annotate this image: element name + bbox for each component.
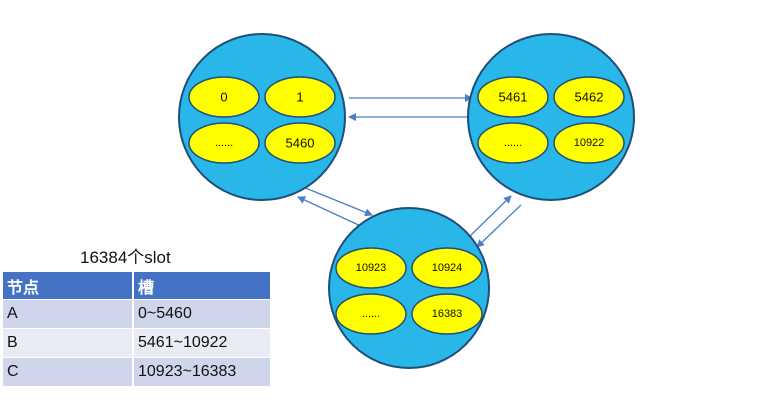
slot-label: 0 — [220, 90, 227, 105]
slot-ellipse — [188, 122, 260, 164]
table-cell-node: C — [3, 357, 133, 386]
slot-ellipse — [264, 76, 336, 118]
node-circle — [178, 33, 346, 201]
header-node: 节点 — [3, 272, 133, 300]
slot-label: 5462 — [575, 90, 604, 105]
table-caption: 16384个slot — [80, 248, 171, 267]
cluster-node: 0 1...... 5460 — [178, 33, 346, 201]
slot-ellipse — [553, 76, 625, 118]
slot-label: ...... — [215, 137, 233, 149]
table-cell-range: 10923~16383 — [132, 357, 270, 386]
node-circle — [467, 33, 635, 201]
connection-arrow — [476, 204, 522, 248]
slot-label: 1 — [296, 90, 303, 105]
cluster-node: 10923 10924...... 16383 — [328, 207, 490, 369]
slot-label: 10922 — [574, 137, 605, 149]
connection-arrow — [297, 196, 366, 229]
connection-arrow — [302, 186, 373, 217]
slot-label: 5460 — [286, 136, 315, 151]
table-row: A 0~5460 — [3, 299, 270, 329]
table-cell-range: 5461~10922 — [132, 328, 270, 358]
slot-label: 10924 — [432, 262, 463, 274]
slot-label: ...... — [362, 308, 380, 320]
table-cell-node: A — [3, 299, 133, 329]
slot-table: 节点 槽 A 0~5460 B 5461~10922 C 10923~16383 — [3, 272, 270, 386]
table-row: C 10923~16383 — [3, 357, 270, 386]
slot-ellipse — [335, 247, 407, 289]
slot-label: 5461 — [499, 90, 528, 105]
slot-label: 10923 — [356, 262, 387, 274]
slot-label: ...... — [504, 137, 522, 149]
slot-label: 16383 — [432, 308, 463, 320]
node-circle — [328, 207, 490, 369]
cluster-node: 5461 5462...... 10922 — [467, 33, 635, 201]
table-cell-node: B — [3, 328, 133, 358]
slot-ellipse — [335, 293, 407, 335]
slot-ellipse — [188, 76, 260, 118]
table-row: B 5461~10922 — [3, 328, 270, 358]
table-header-row: 节点 槽 — [3, 272, 270, 300]
slot-ellipse — [264, 122, 336, 164]
connection-arrow — [468, 195, 512, 238]
slot-ellipse — [411, 247, 483, 289]
header-slot: 槽 — [132, 272, 270, 300]
slot-ellipse — [411, 293, 483, 335]
slot-ellipse — [477, 122, 549, 164]
table-cell-range: 0~5460 — [132, 299, 270, 329]
slot-ellipse — [477, 76, 549, 118]
slot-ellipse — [553, 122, 625, 164]
